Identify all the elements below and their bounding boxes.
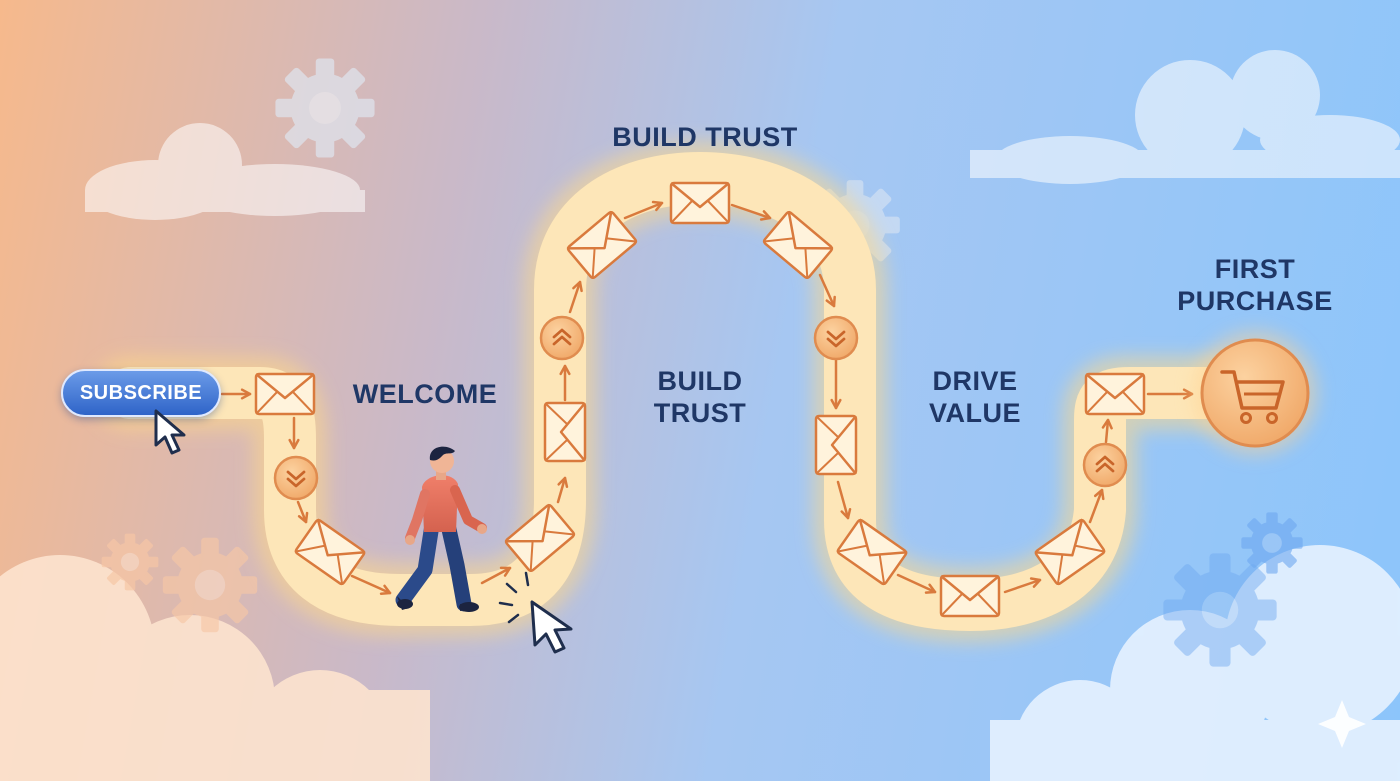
flow-arrow [559,364,571,402]
gear-icon [101,533,159,591]
envelope-icon [1084,372,1146,416]
cloud-icon [970,50,1400,184]
envelope-icon [504,503,576,573]
envelope-icon [939,574,1001,618]
mouse-pointer-icon [154,409,186,455]
envelope-icon [543,401,587,463]
flow-arrow [296,500,309,524]
label-line: FIRST [1214,254,1296,284]
envelope-icon [566,210,638,280]
label-line: VALUE [928,398,1021,428]
double-chevron-icon [539,315,585,361]
stage-label-welcome: WELCOME [352,379,498,409]
envelope-icon [669,181,731,225]
flow-arrow [220,388,252,400]
stage-label-first-purchase: FIRST PURCHASE [1150,253,1360,317]
double-chevron-icon [1082,442,1128,488]
cloud-icon [85,123,365,220]
flow-arrow [480,566,512,585]
cloud-icon [0,555,430,781]
flow-arrow [1003,577,1042,594]
flow-arrow [556,476,569,504]
label-line: DRIVE [932,366,1018,396]
gear-icon [1163,553,1277,667]
flow-arrow [350,574,392,595]
funnel-path [93,141,1267,642]
envelope-icon [294,518,366,586]
flow-arrow [1101,418,1113,444]
envelope-icon [814,414,858,476]
flow-arrow [830,358,842,410]
sparkle-icon [1318,700,1366,748]
flow-arrow [623,200,664,220]
envelope-icon [254,372,316,416]
mouse-pointer-icon [498,571,573,654]
double-chevron-icon [273,455,319,501]
subscribe-button[interactable]: SUBSCRIBE [61,369,221,417]
stage-label-drive-value: DRIVE VALUE [895,365,1055,429]
flow-arrow [818,273,836,308]
envelope-icon [1034,518,1106,586]
cloud-icon [990,545,1400,781]
flow-arrow [1146,388,1194,400]
walking-person-icon [395,446,487,612]
envelope-icon [762,210,834,280]
shopping-cart-icon [1193,331,1317,455]
envelope-icon [836,518,908,586]
flow-arrow [288,416,300,450]
flow-arrow [730,203,772,221]
flow-arrow [836,480,852,520]
double-chevron-icon [813,315,859,361]
flow-arrow [1088,488,1105,524]
gear-icon [275,58,375,158]
label-line: BUILD [657,366,743,396]
label-line: PURCHASE [1177,286,1333,316]
gear-icon [1241,512,1303,574]
stage-label-build-trust-mid: BUILD TRUST [620,365,780,429]
gear-icon [162,537,258,633]
flow-arrow [896,573,937,594]
flow-arrow [568,280,583,314]
label-line: TRUST [653,398,747,428]
stage-label-build-trust-top: BUILD TRUST [612,122,798,152]
